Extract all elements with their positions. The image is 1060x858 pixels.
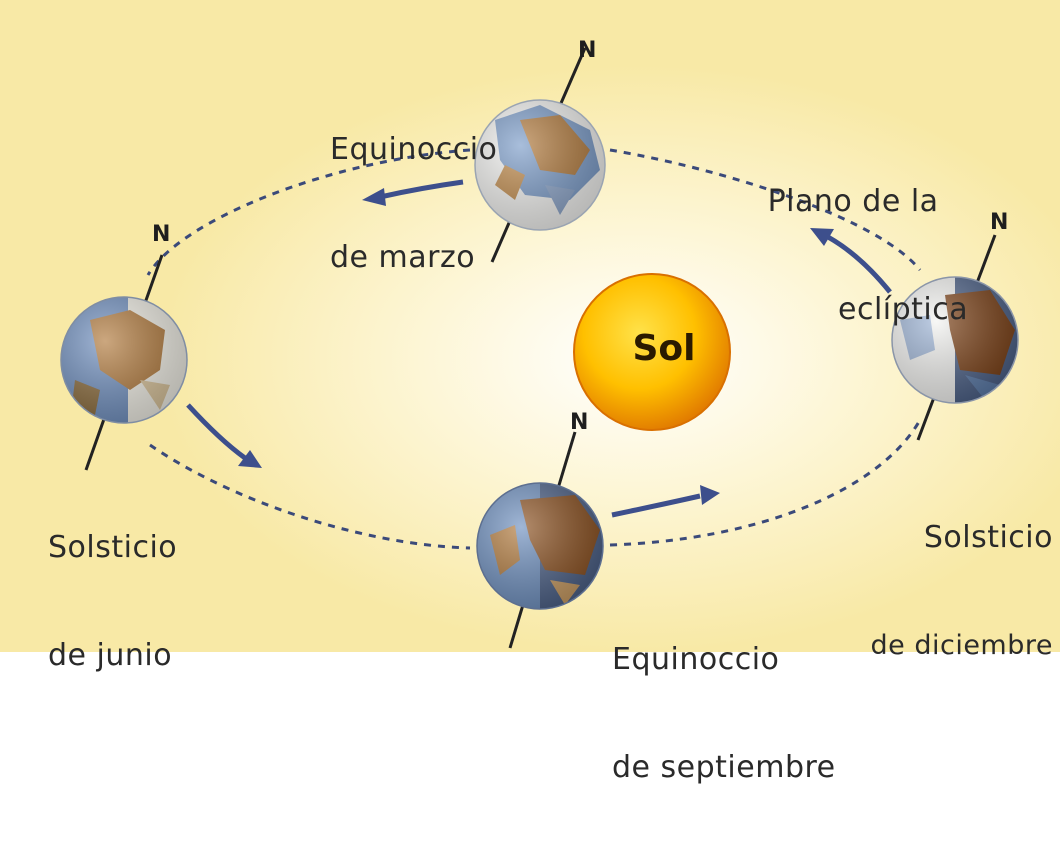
label-june-line2: de junio — [48, 638, 173, 673]
label-ecliptic-line1: Plano de la — [767, 184, 939, 219]
sun — [573, 273, 731, 431]
arrow-december-to-march — [810, 228, 892, 294]
arrow-september-to-december — [611, 485, 720, 518]
north-label-june: N — [152, 222, 171, 247]
earth-september — [476, 431, 604, 649]
label-june-line1: Solsticio — [48, 530, 178, 565]
arrow-march-to-june — [362, 179, 464, 206]
label-march-line2: de marzo — [330, 240, 476, 275]
label-june-solstice: Solsticio de junio — [48, 458, 177, 746]
sun-label: Sol — [632, 328, 696, 369]
label-september-equinox: Equinoccio de septiembre — [612, 570, 836, 858]
direction-arrows — [186, 179, 892, 518]
orbit-path — [146, 148, 922, 550]
north-label-march: N — [578, 38, 597, 63]
label-september-line2: de septiembre — [612, 750, 836, 785]
label-december-line1: Solsticio — [923, 520, 1053, 555]
arrow-june-to-september — [186, 403, 262, 468]
label-ecliptic-plane: Plano de la eclíptica — [738, 112, 968, 400]
label-march-equinox: Equinoccio de marzo — [330, 60, 497, 348]
north-label-december: N — [990, 210, 1009, 235]
label-september-line1: Equinoccio — [612, 642, 780, 677]
north-label-september: N — [570, 410, 589, 435]
label-ecliptic-line2: eclíptica — [838, 292, 969, 327]
label-march-line1: Equinoccio — [330, 132, 498, 167]
label-december-line2: de diciembre — [870, 630, 1053, 661]
earth-march — [474, 47, 606, 263]
seasons-diagram: N N N N Sol Equinoccio de marzo Plano de… — [0, 0, 1060, 785]
label-december-solstice: Solsticio de diciembre — [848, 448, 1053, 736]
diagram-canvas — [0, 0, 1060, 652]
